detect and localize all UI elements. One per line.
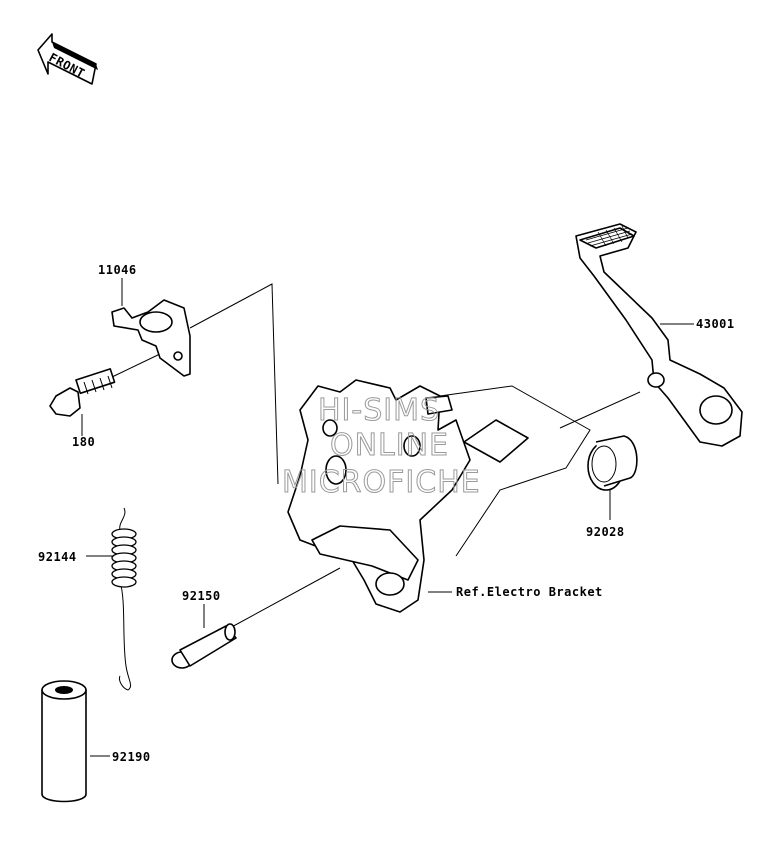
- watermark-line2: ONLINE: [330, 428, 449, 463]
- part-label-92144: 92144: [38, 550, 77, 564]
- leader-lines: [109, 283, 641, 630]
- watermark-line1: HI-SIMS: [318, 393, 440, 428]
- callout-leaders: [81, 278, 694, 757]
- brake-pedal-43001: [575, 223, 743, 447]
- bracket-clamp-11046: [111, 299, 191, 377]
- part-label-180: 180: [72, 435, 95, 449]
- part-label-92190: 92190: [112, 750, 151, 764]
- part-label-11046: 11046: [98, 263, 137, 277]
- bolt-180: [49, 368, 116, 417]
- watermark-line3: MICROFICHE: [282, 465, 481, 500]
- part-label-43001: 43001: [696, 317, 735, 331]
- part-label-92028: 92028: [586, 525, 625, 539]
- electro-bracket-ref: [287, 379, 529, 613]
- part-label-92150: 92150: [182, 589, 221, 603]
- ref-label-electro-bracket: Ref.Electro Bracket: [456, 585, 603, 599]
- pivot-pin-92150: [171, 623, 237, 669]
- return-spring-92144: [111, 507, 137, 691]
- front-arrow-badge: FRONT: [37, 33, 98, 85]
- sleeve-92190: [41, 680, 87, 803]
- watermark: HI-SIMS ONLINE MICROFICHE: [282, 393, 481, 501]
- collar-92028: [587, 435, 638, 491]
